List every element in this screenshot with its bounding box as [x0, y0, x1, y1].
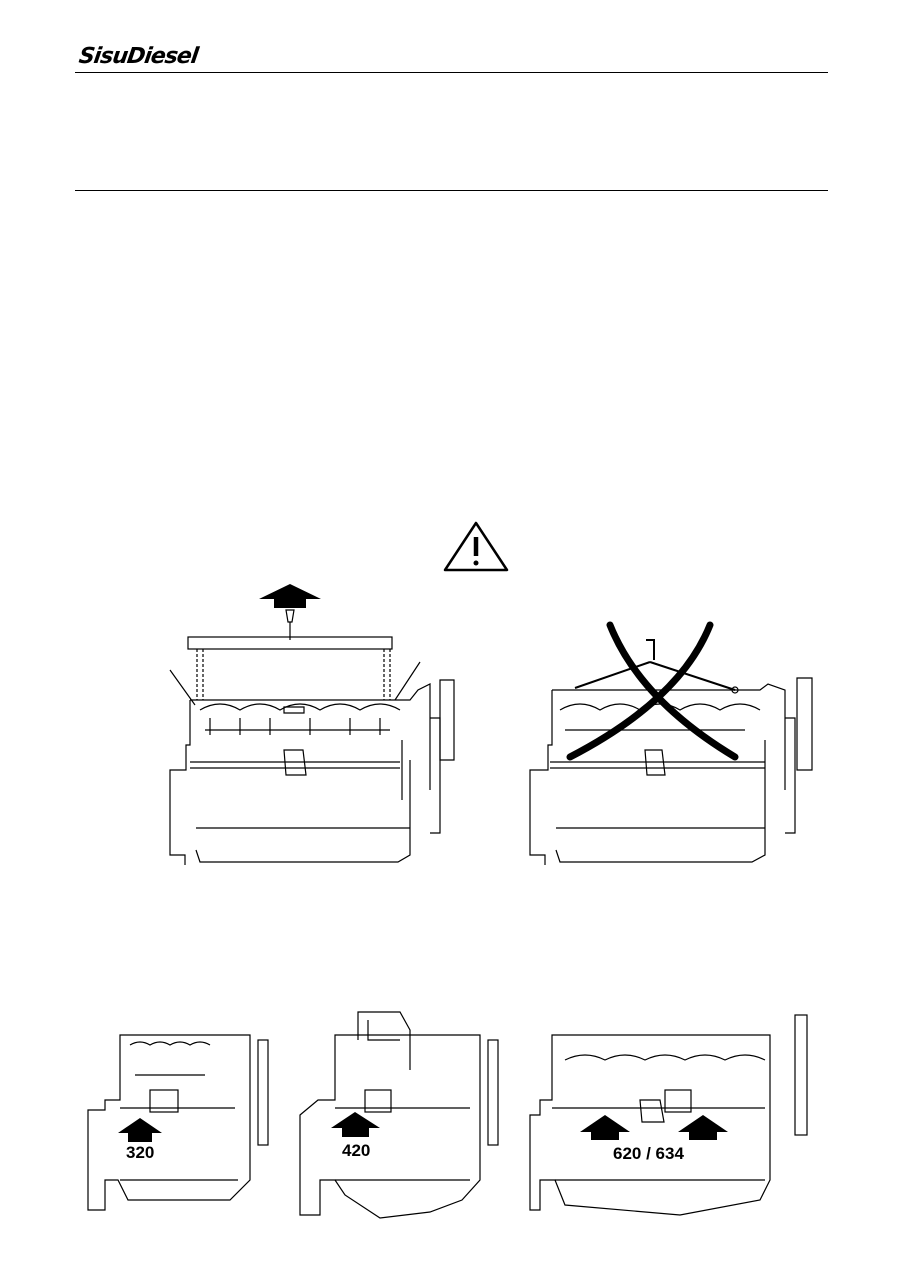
arrow-up-icon: [118, 1118, 162, 1142]
engine-lifting-correct: [169, 584, 455, 865]
arrow-up-icon: [678, 1115, 728, 1140]
engine-label-620-634: 620 / 634: [613, 1144, 684, 1163]
header-rule: [75, 72, 828, 73]
section-rule: [75, 190, 828, 191]
engine-620-634: [529, 1014, 808, 1216]
lift-arrow-up-icon: [259, 584, 321, 608]
engine-lifting-incorrect: [529, 621, 813, 865]
cross-out-icon: [566, 621, 739, 761]
engine-label-320: 320: [126, 1143, 155, 1162]
arrow-up-icon: [580, 1115, 630, 1140]
engine-420: [299, 1011, 499, 1219]
engine-320: [87, 1034, 269, 1211]
arrow-up-icon: [331, 1112, 380, 1137]
warning-triangle-icon: [443, 521, 509, 572]
engine-label-420: 420: [342, 1141, 371, 1160]
